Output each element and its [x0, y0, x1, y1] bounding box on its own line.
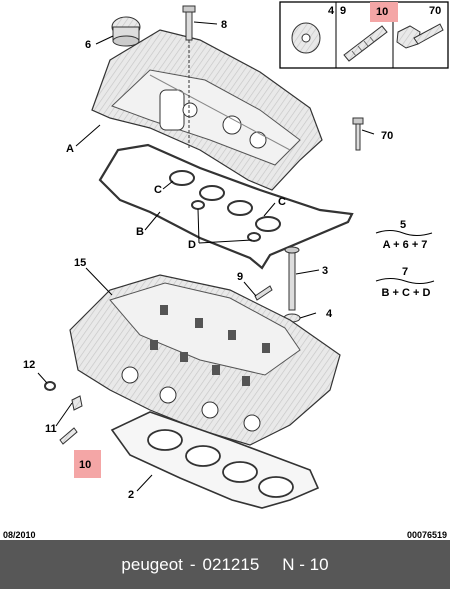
oil-filler-cap — [111, 16, 141, 47]
stud-9 — [254, 285, 273, 301]
callout-12: 12 — [23, 359, 35, 371]
callout-2: 2 — [128, 489, 134, 501]
bolt-70 — [352, 117, 364, 151]
callout-11: 11 — [45, 423, 57, 435]
head-gasket — [110, 411, 320, 509]
valve-cover-gasket — [98, 143, 354, 270]
date-code: 08/2010 — [3, 530, 36, 540]
part-number: 021215 — [202, 554, 260, 574]
callout-9: 9 — [237, 271, 243, 283]
callout-C-1: C — [154, 184, 162, 196]
callout-6: 6 — [85, 39, 91, 51]
valve-cover — [91, 29, 323, 191]
callout-3: 3 — [322, 265, 328, 277]
callout-15: 15 — [74, 257, 86, 269]
part-10-highlight-main — [74, 450, 101, 478]
formula-expression: B + C + D — [382, 287, 431, 299]
spark-plug-seals — [169, 170, 281, 232]
callout-70-inset: 70 — [429, 5, 441, 17]
bolt-8 — [182, 5, 196, 150]
callout-8: 8 — [221, 19, 227, 31]
callout-9-inset: 9 — [340, 5, 346, 17]
plug-11 — [71, 395, 83, 411]
small-seals — [191, 200, 261, 242]
callout-70: 70 — [381, 130, 393, 142]
callout-4-inset: 4 — [328, 5, 335, 17]
callout-10-inset: 10 — [376, 6, 388, 18]
seal-ring-12 — [44, 381, 56, 391]
formula-number: 7 — [402, 266, 408, 278]
callout-A: A — [66, 143, 74, 155]
kit-formula-5: 5 A + 6 + 7 — [375, 219, 433, 251]
cylinder-head — [69, 274, 341, 446]
brand-label: peugeot — [121, 554, 183, 574]
exploded-parts-diagram: 4 9 10 70 — [23, 1, 449, 509]
callout-4: 4 — [326, 308, 333, 320]
kit-formula-7: 7 B + C + D — [375, 266, 435, 299]
washer-icon — [291, 22, 321, 54]
flange-bolt-icon — [396, 23, 444, 49]
footer-bar: peugeot - 021215 N - 10 — [0, 540, 450, 589]
callout-10: 10 — [79, 459, 91, 471]
cylinder-head-bolt — [283, 246, 301, 323]
callout-C-2: C — [278, 196, 286, 208]
stud-10 — [59, 427, 78, 445]
separator: - — [189, 554, 196, 574]
document-number: 00076519 — [406, 530, 447, 540]
page-reference: N - 10 — [282, 554, 329, 574]
stud-icon — [343, 25, 388, 62]
fastener-inset: 4 9 10 70 — [279, 1, 449, 69]
callout-D: D — [188, 239, 196, 251]
formula-number: 5 — [400, 219, 406, 231]
leader-lines — [37, 21, 375, 492]
callout-B: B — [136, 226, 144, 238]
part-10-highlight — [370, 2, 398, 22]
formula-expression: A + 6 + 7 — [383, 239, 428, 251]
